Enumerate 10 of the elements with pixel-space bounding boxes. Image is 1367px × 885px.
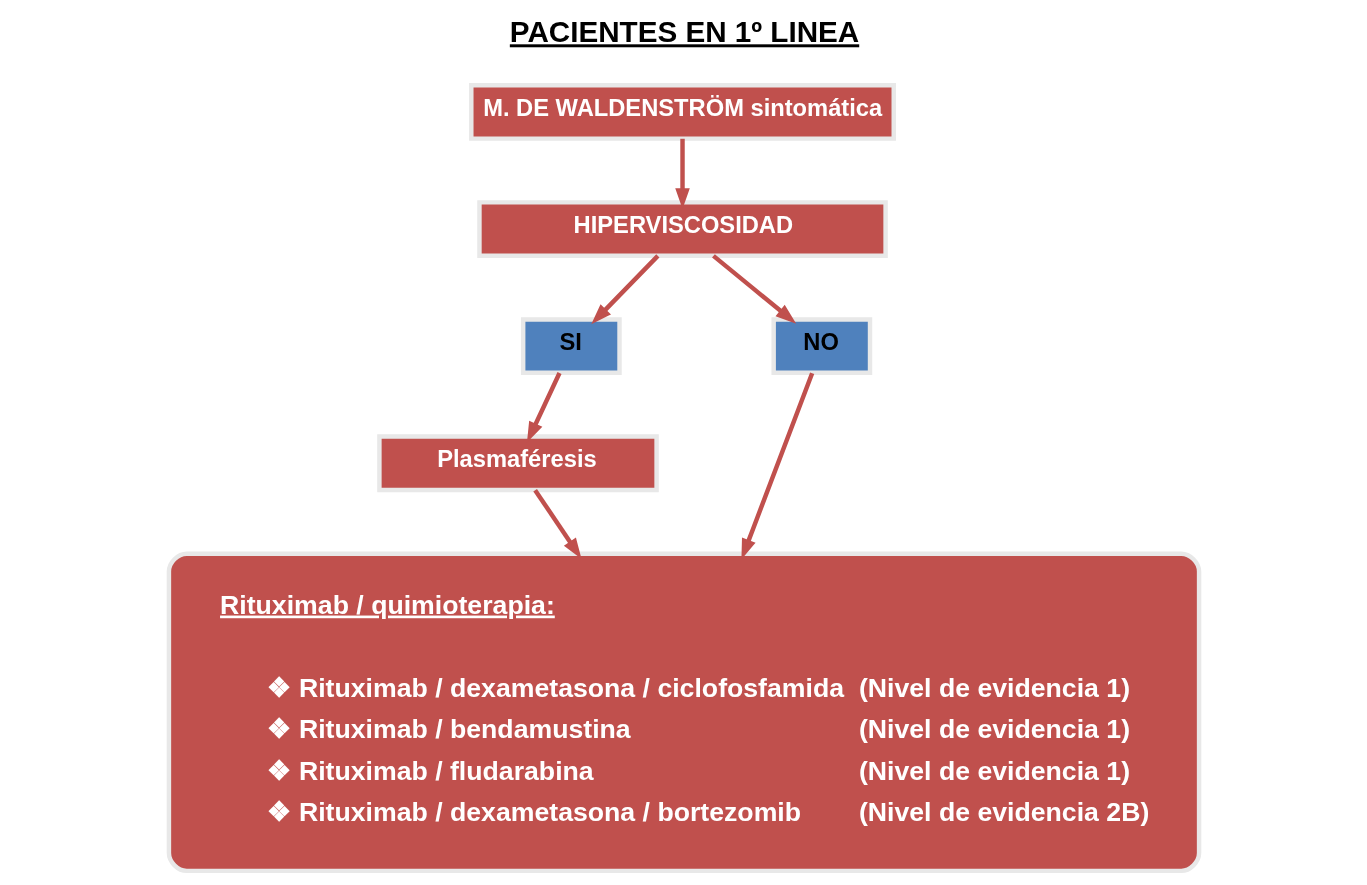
diagram-title: PACIENTES EN 1º LINEA [509, 15, 859, 49]
node-box: SI [520, 317, 622, 376]
arrow [532, 488, 582, 559]
node-box: Plasmaféresis [376, 434, 659, 493]
node-box: HIPERVISCOSIDAD [476, 200, 888, 258]
arrow [590, 254, 659, 325]
node-box: Rituximab / quimioterapia: ❖ Rituximab / dexametasona / ciclofosfamida (Nivel de evidencia 1) ❖ Rituximab / bendamustina (Nivel de evidencia 1) ❖ Rituximab / fludarabina (Nivel de evidencia 1) ❖ Rituximab / dexametasona / bortezomib (Nivel de evidencia 2B) [166, 551, 1201, 874]
node-box: M. DE WALDENSTRÖM sintomática [468, 83, 896, 141]
node-box: NO [770, 317, 872, 376]
arrow [711, 254, 796, 324]
